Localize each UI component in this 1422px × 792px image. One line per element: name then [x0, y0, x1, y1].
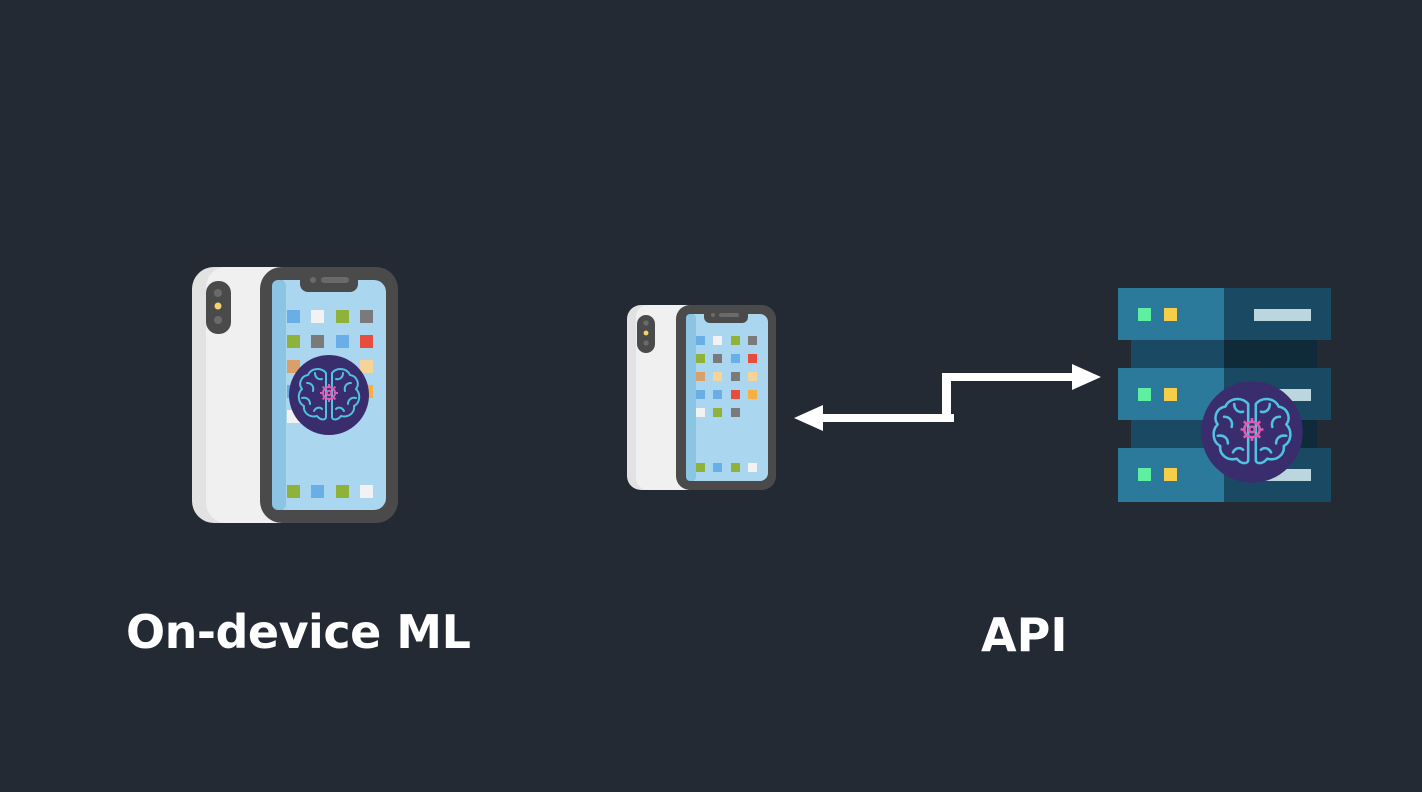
server-icon — [1118, 288, 1331, 502]
server-brain-icon — [1199, 379, 1305, 485]
small-smartphone-icon — [627, 305, 776, 490]
brain-icon — [288, 354, 370, 436]
small-app-grid — [696, 336, 757, 472]
api-label: API — [981, 608, 1068, 662]
on-device-ml-label: On-device ML — [126, 605, 471, 659]
bidirectional-arrow-icon — [794, 364, 1101, 431]
large-smartphone-icon — [192, 267, 398, 523]
